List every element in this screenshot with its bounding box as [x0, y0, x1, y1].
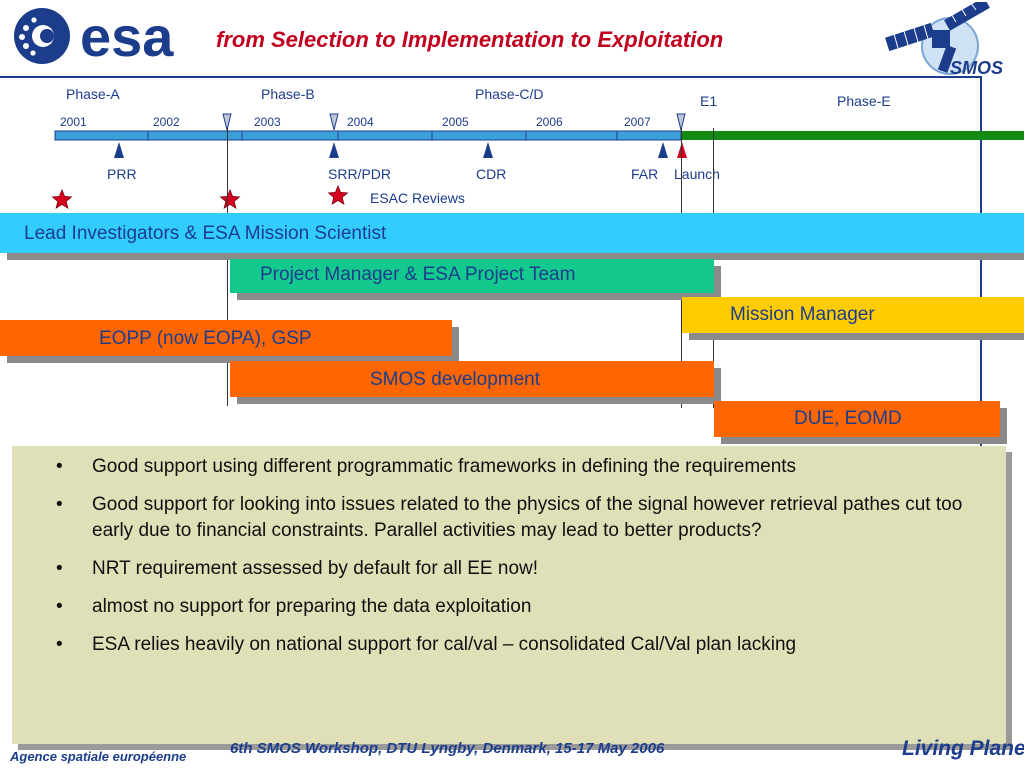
srr-pdr-label: SRR/PDR	[328, 166, 392, 182]
right-frame-line	[980, 76, 982, 446]
living-planet-logo: Living Planet	[902, 737, 1024, 760]
smos-development-bar: SMOS development	[230, 361, 714, 397]
list-item: • NRT requirement assessed by default for…	[56, 556, 986, 582]
phase-b-label: Phase-B	[261, 86, 315, 102]
cdr-label: CDR	[476, 166, 507, 182]
srr-pdr-marker	[329, 142, 339, 158]
bullet-text: Good support using different programmati…	[92, 456, 797, 477]
e1-label: E1	[700, 93, 718, 109]
launch-marker	[677, 142, 687, 158]
review-star	[219, 188, 241, 209]
mission-manager-bar: Mission Manager	[682, 297, 1024, 333]
bullet: •	[56, 634, 63, 655]
phase-gate-marker	[222, 113, 232, 131]
far-label: FAR	[631, 166, 659, 182]
phase-gate-marker	[676, 113, 686, 131]
smos-logo-text: SMOS	[950, 58, 1003, 78]
review-star	[51, 188, 73, 209]
prr-label: PRR	[107, 166, 137, 182]
phase-b-start-line	[227, 128, 228, 406]
event-footer: 6th SMOS Workshop, DTU Lyngby, Denmark, …	[230, 740, 665, 757]
phase-e-label: Phase-E	[837, 93, 891, 109]
mission-manager-label: Mission Manager	[730, 304, 875, 325]
phase-cd-label: Phase-C/D	[475, 86, 544, 102]
header-divider	[0, 76, 982, 78]
prr-marker	[114, 142, 124, 158]
project-manager-bar: Project Manager & ESA Project Team	[230, 259, 714, 293]
lessons-learned-box: • Good support using different programmat…	[12, 446, 1006, 744]
year-2007: 2007	[624, 115, 651, 129]
bullet-text: Good support for looking into issues rel…	[92, 494, 963, 541]
eopp-bar: EOPP (now EOPA), GSP	[0, 320, 452, 356]
slide-title: from Selection to Implementation to Expl…	[216, 27, 724, 52]
esa-logo: esa	[8, 4, 193, 68]
bullet: •	[56, 596, 63, 617]
project-manager-label: Project Manager & ESA Project Team	[260, 264, 576, 285]
bullet-text: ESA relies heavily on national support f…	[92, 634, 797, 655]
launch-label: Launch	[674, 166, 720, 182]
due-eomd-bar: DUE, EOMD	[714, 401, 1000, 437]
list-item: • Good support using different programmat…	[56, 454, 986, 480]
year-2001: 2001	[60, 115, 87, 129]
lead-investigators-label: Lead Investigators & ESA Mission Scienti…	[24, 223, 387, 244]
bullet-text: almost no support for preparing the data…	[92, 596, 532, 617]
year-2002: 2002	[153, 115, 180, 129]
timeline-graphic	[0, 104, 1024, 214]
eopp-label: EOPP (now EOPA), GSP	[99, 328, 312, 349]
smos-development-label: SMOS development	[370, 369, 541, 390]
development-timeline-bar	[54, 130, 682, 141]
due-eomd-label: DUE, EOMD	[794, 408, 902, 429]
esa-logo-text: esa	[80, 5, 174, 68]
far-marker	[658, 142, 668, 158]
list-item: • ESA relies heavily on national support …	[56, 632, 986, 658]
year-2006: 2006	[536, 115, 563, 129]
year-2003: 2003	[254, 115, 281, 129]
list-item: • almost no support for preparing the dat…	[56, 594, 986, 620]
review-star	[327, 184, 349, 205]
year-2004: 2004	[347, 115, 374, 129]
agency-name: Agence spatiale européenne	[10, 749, 187, 764]
lessons-learned-list: • Good support using different programmat…	[56, 454, 986, 658]
smos-satellite-logo: SMOS	[880, 0, 1020, 78]
bullet: •	[56, 558, 63, 579]
bullet: •	[56, 494, 63, 515]
cdr-marker	[483, 142, 493, 158]
esac-reviews-label: ESAC Reviews	[370, 190, 465, 206]
year-2005: 2005	[442, 115, 469, 129]
bullet-text: NRT requirement assessed by default for …	[92, 558, 539, 579]
exploitation-timeline-bar	[681, 131, 1024, 140]
phase-a-label: Phase-A	[66, 86, 120, 102]
lead-investigators-bar: Lead Investigators & ESA Mission Scienti…	[0, 213, 1024, 253]
phase-gate-marker	[329, 113, 339, 131]
list-item: • Good support for looking into issues re…	[56, 492, 986, 544]
bullet: •	[56, 456, 63, 477]
